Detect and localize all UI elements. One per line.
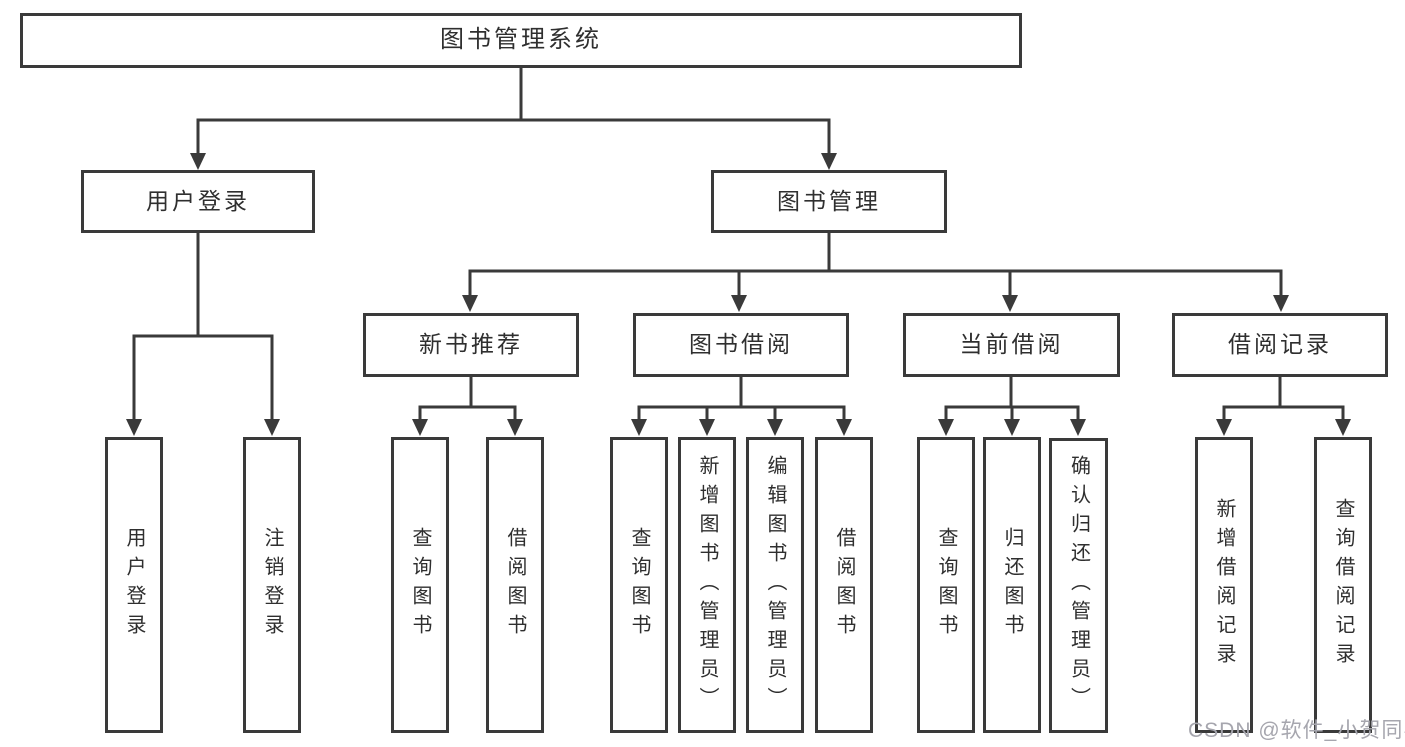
leaf-logout: 注销登录 bbox=[243, 437, 301, 733]
leaf-borrow-books: 借阅图书 bbox=[815, 437, 873, 733]
leaf-query-borrow-record: 查询借阅记录 bbox=[1314, 437, 1372, 733]
leaf-add-borrow-record: 新增借阅记录 bbox=[1195, 437, 1253, 733]
arrow-down-icon bbox=[821, 153, 837, 170]
arrow-down-icon bbox=[699, 419, 715, 436]
node-new-book-recommend: 新书推荐 bbox=[363, 313, 579, 377]
connector-new-book-recommend bbox=[418, 377, 517, 421]
arrow-down-icon bbox=[731, 295, 747, 312]
arrow-down-icon bbox=[264, 419, 280, 436]
arrow-down-icon bbox=[1004, 419, 1020, 436]
arrow-down-icon bbox=[631, 419, 647, 436]
connector-book-borrow bbox=[637, 377, 846, 421]
arrow-down-icon bbox=[1273, 295, 1289, 312]
node-current-borrow: 当前借阅 bbox=[903, 313, 1120, 377]
leaf-user-login: 用户登录 bbox=[105, 437, 163, 733]
leaf-add-books-admin: 新增图书（管理员） bbox=[678, 437, 736, 733]
leaf-borrow-books-recommend: 借阅图书 bbox=[486, 437, 544, 733]
arrow-down-icon bbox=[462, 295, 478, 312]
arrow-down-icon bbox=[1002, 295, 1018, 312]
leaf-query-books-current: 查询图书 bbox=[917, 437, 975, 733]
arrow-down-icon bbox=[1216, 419, 1232, 436]
arrow-down-icon bbox=[836, 419, 852, 436]
arrow-down-icon bbox=[126, 419, 142, 436]
arrow-down-icon bbox=[507, 419, 523, 436]
leaf-query-books-borrow: 查询图书 bbox=[610, 437, 668, 733]
arrow-down-icon bbox=[938, 419, 954, 436]
leaf-query-books-recommend: 查询图书 bbox=[391, 437, 449, 733]
node-root: 图书管理系统 bbox=[20, 13, 1022, 68]
node-book-management: 图书管理 bbox=[711, 170, 947, 233]
node-book-borrow: 图书借阅 bbox=[633, 313, 849, 377]
connector-user-login bbox=[132, 233, 274, 421]
connector-root bbox=[196, 68, 831, 155]
connector-borrow-records bbox=[1222, 377, 1345, 421]
connector-current-borrow bbox=[944, 377, 1080, 421]
connector-book-management bbox=[468, 233, 1283, 297]
node-user-login: 用户登录 bbox=[81, 170, 315, 233]
leaf-confirm-return-admin: 确认归还（管理员） bbox=[1049, 438, 1108, 733]
watermark: CSDN @软件_小贺同学 bbox=[1188, 719, 1405, 742]
arrow-down-icon bbox=[767, 419, 783, 436]
arrow-down-icon bbox=[190, 153, 206, 170]
leaf-edit-books-admin: 编辑图书（管理员） bbox=[746, 437, 804, 733]
node-borrow-records: 借阅记录 bbox=[1172, 313, 1388, 377]
arrow-down-icon bbox=[412, 419, 428, 436]
arrow-down-icon bbox=[1070, 419, 1086, 436]
arrow-down-icon bbox=[1335, 419, 1351, 436]
leaf-return-books: 归还图书 bbox=[983, 437, 1041, 733]
